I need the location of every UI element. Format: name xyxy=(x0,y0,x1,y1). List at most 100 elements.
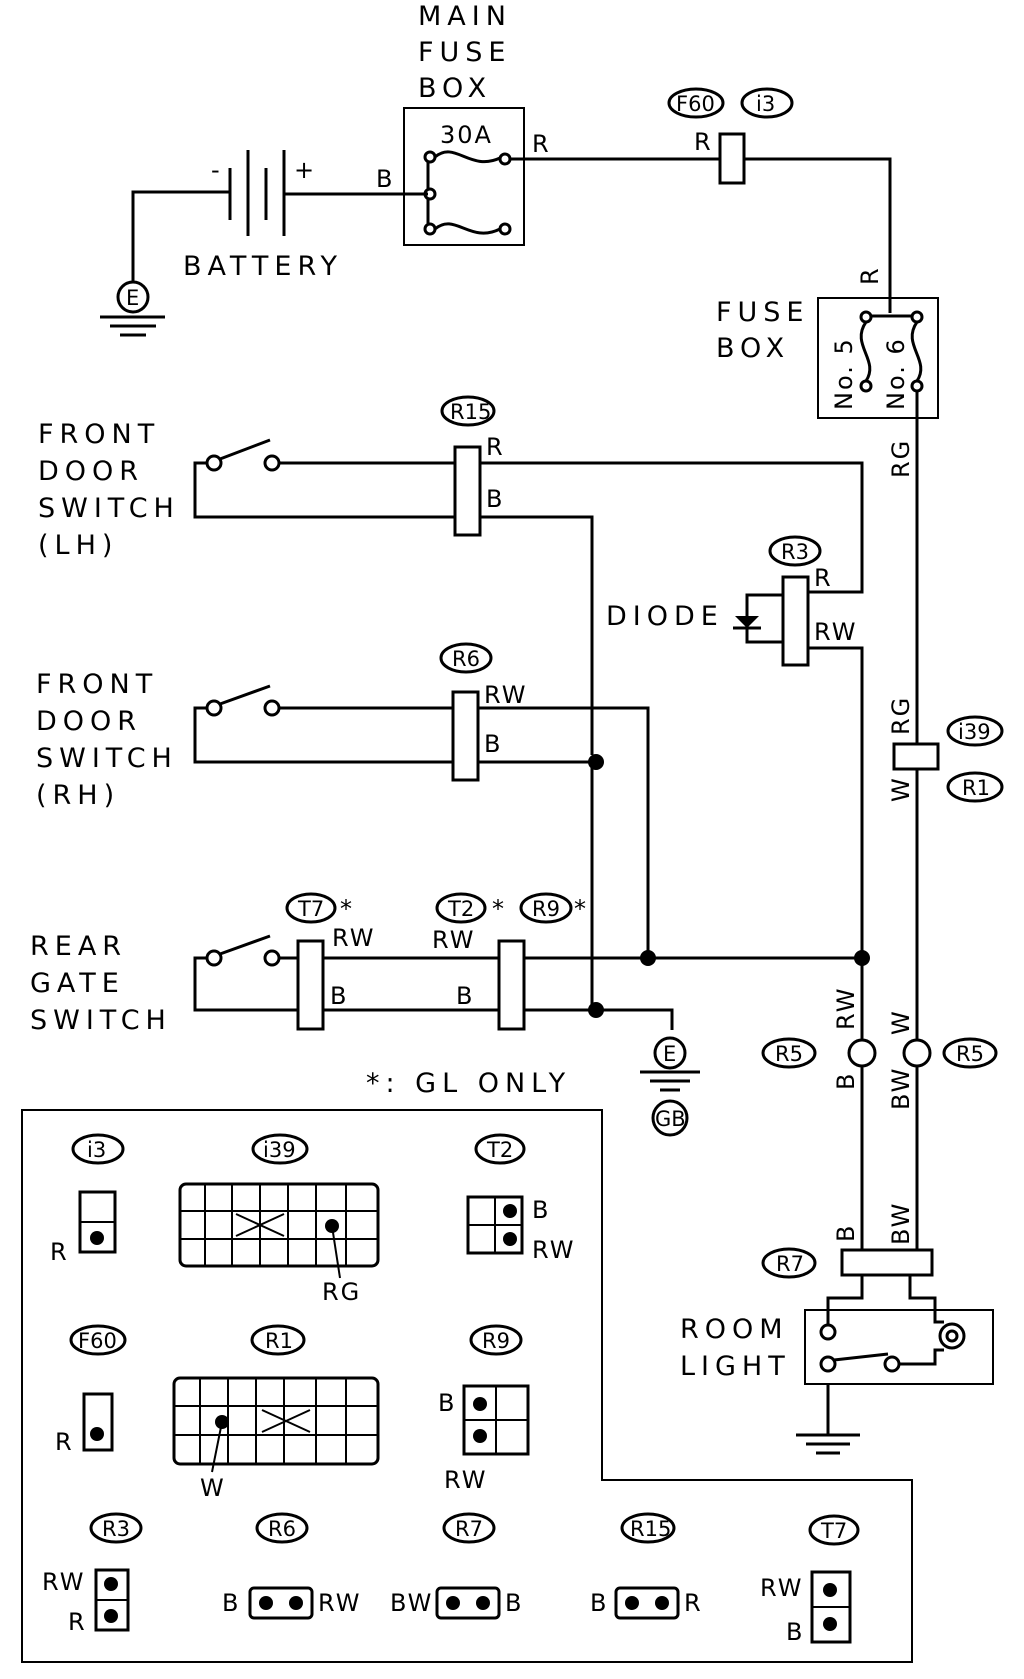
connector-tag-i39 xyxy=(946,715,1004,747)
legend-grid xyxy=(468,1197,522,1253)
wire-junction xyxy=(588,1002,604,1018)
legend-pin-label: RG xyxy=(322,1278,361,1306)
rear-gate-label-1: REAR xyxy=(30,931,127,962)
connector-tag-r7-label: R7 xyxy=(776,1252,804,1276)
switch-contact xyxy=(263,949,281,967)
battery-plus-label: + xyxy=(294,156,316,184)
connector-i39-r1 xyxy=(892,742,940,771)
main-fuse-box-label-3: BOX xyxy=(418,73,492,104)
connector-r7 xyxy=(840,1248,934,1277)
legend-pin xyxy=(446,1596,460,1610)
legend-pin xyxy=(90,1231,104,1245)
connector-tag-r9-label: R9 xyxy=(532,897,560,921)
legend-tag-r15 xyxy=(620,1512,676,1544)
ground-gb-label: GB xyxy=(655,1107,686,1131)
legend-tag-f60 xyxy=(69,1324,127,1356)
front-door-lh-label-1: FRONT xyxy=(38,419,160,450)
legend-pin xyxy=(503,1204,517,1218)
switch-lever xyxy=(219,438,271,461)
legend-tag-r9-label: R9 xyxy=(482,1329,510,1353)
legend-pin-label: R xyxy=(684,1589,703,1617)
connector-tag-r6 xyxy=(439,642,493,674)
legend-tag-r1 xyxy=(250,1324,306,1356)
front-door-switch-rh: FRONT DOOR SWITCH (RH) R6 RW B xyxy=(36,642,650,958)
wire-label-r: R xyxy=(694,128,713,156)
feed-circuit: R R F60 i3 R xyxy=(510,87,892,313)
ground-e-body xyxy=(653,1036,687,1070)
main-fuse-box-outline xyxy=(403,107,525,246)
wire-label-rw: RW xyxy=(332,924,375,952)
wire-label-w: W xyxy=(887,1009,915,1035)
battery: - + BATTERY B E xyxy=(100,150,428,337)
legend-pin-label: R xyxy=(50,1238,69,1266)
connector-tag-i3-label: i3 xyxy=(756,92,775,116)
connector-tag-r9 xyxy=(519,892,573,924)
legend-tag-r15-label: R15 xyxy=(630,1517,671,1541)
legend-pin xyxy=(503,1232,517,1246)
legend-blank-cells xyxy=(261,1409,311,1433)
legend-tag-r1-label: R1 xyxy=(265,1329,293,1353)
legend-tag-t7 xyxy=(808,1514,860,1546)
wire-label-w: W xyxy=(887,776,915,802)
battery-label: BATTERY xyxy=(183,251,343,282)
legend-pin xyxy=(823,1583,837,1597)
connector-tag-r3 xyxy=(768,535,822,567)
legend-pin-label: RW xyxy=(444,1466,487,1494)
switch-lever xyxy=(219,684,271,706)
connector-t2-r9 xyxy=(497,939,526,1031)
wire-rw-diode xyxy=(808,646,864,958)
fuse-element-no6 xyxy=(910,321,923,382)
ground-e-label: E xyxy=(663,1042,676,1066)
legend-tag-i3-label: i3 xyxy=(87,1138,106,1162)
connector-t7 xyxy=(296,939,325,1031)
gl-only-note: *: GL ONLY xyxy=(366,1068,571,1099)
diode-assembly: DIODE R3 R RW xyxy=(606,535,864,958)
wire-label-b: B xyxy=(456,982,474,1010)
fuse-terminal xyxy=(859,310,873,324)
front-door-rh-label-3: SWITCH xyxy=(36,743,178,774)
connector-f60-i3 xyxy=(718,132,746,185)
room-light-wire xyxy=(908,1275,944,1324)
main-fuse-box-label-2: FUSE xyxy=(418,37,512,68)
switch-contact xyxy=(205,699,223,717)
fuse-box-outline xyxy=(817,297,939,419)
wire-label-r: R xyxy=(814,564,833,592)
main-fuse-box-label-1: MAIN xyxy=(418,1,512,32)
front-door-lh-label-4: (LH) xyxy=(38,530,118,561)
legend-blank-cells xyxy=(235,1213,285,1237)
fuse-element-no5 xyxy=(859,321,872,382)
connector-legend: i3 R i39 RG T2 B RW F60 R R1 xyxy=(21,1109,913,1663)
legend-tag-r7 xyxy=(442,1512,496,1544)
connector-tag-r6-label: R6 xyxy=(452,647,480,671)
front-door-lh-label-2: DOOR xyxy=(38,456,144,487)
switch-contact xyxy=(263,699,281,717)
connector-tag-f60 xyxy=(667,87,725,119)
legend-tag-r6 xyxy=(255,1512,309,1544)
wire-label-rw: RW xyxy=(814,618,857,646)
legend-pin-label: RW xyxy=(42,1568,85,1596)
legend-connector-r6 xyxy=(248,1586,314,1620)
room-light-contact xyxy=(819,1323,837,1341)
room-light-switch xyxy=(833,1352,889,1362)
fuse-terminal xyxy=(859,379,873,393)
main-fuse-terminal xyxy=(498,152,512,166)
connector-r6 xyxy=(451,690,480,782)
switch-contact xyxy=(205,454,223,472)
wire-label-b: B xyxy=(484,730,502,758)
legend-pin-label: R xyxy=(68,1608,87,1636)
wire-label-b: B xyxy=(330,982,348,1010)
connector-tag-r15-label: R15 xyxy=(450,400,491,424)
room-light-wire xyxy=(898,1348,944,1366)
wire-r-feed xyxy=(510,157,892,313)
connector-tag-r1-label: R1 xyxy=(962,776,990,800)
main-fuse-terminal xyxy=(498,222,512,236)
legend-pin-label: RW xyxy=(318,1589,361,1617)
legend-tag-r7-label: R7 xyxy=(455,1517,483,1541)
fuse-no6-label: No. 6 xyxy=(882,337,910,410)
wire-label-rw: RW xyxy=(432,926,475,954)
front-door-switch-lh: FRONT DOOR SWITCH (LH) R15 R B xyxy=(38,395,864,755)
legend-connector-f60 xyxy=(82,1392,114,1452)
legend-tag-r6-label: R6 xyxy=(268,1517,296,1541)
wire-r-lh xyxy=(279,461,864,594)
connector-tag-r5-label: R5 xyxy=(956,1042,984,1066)
